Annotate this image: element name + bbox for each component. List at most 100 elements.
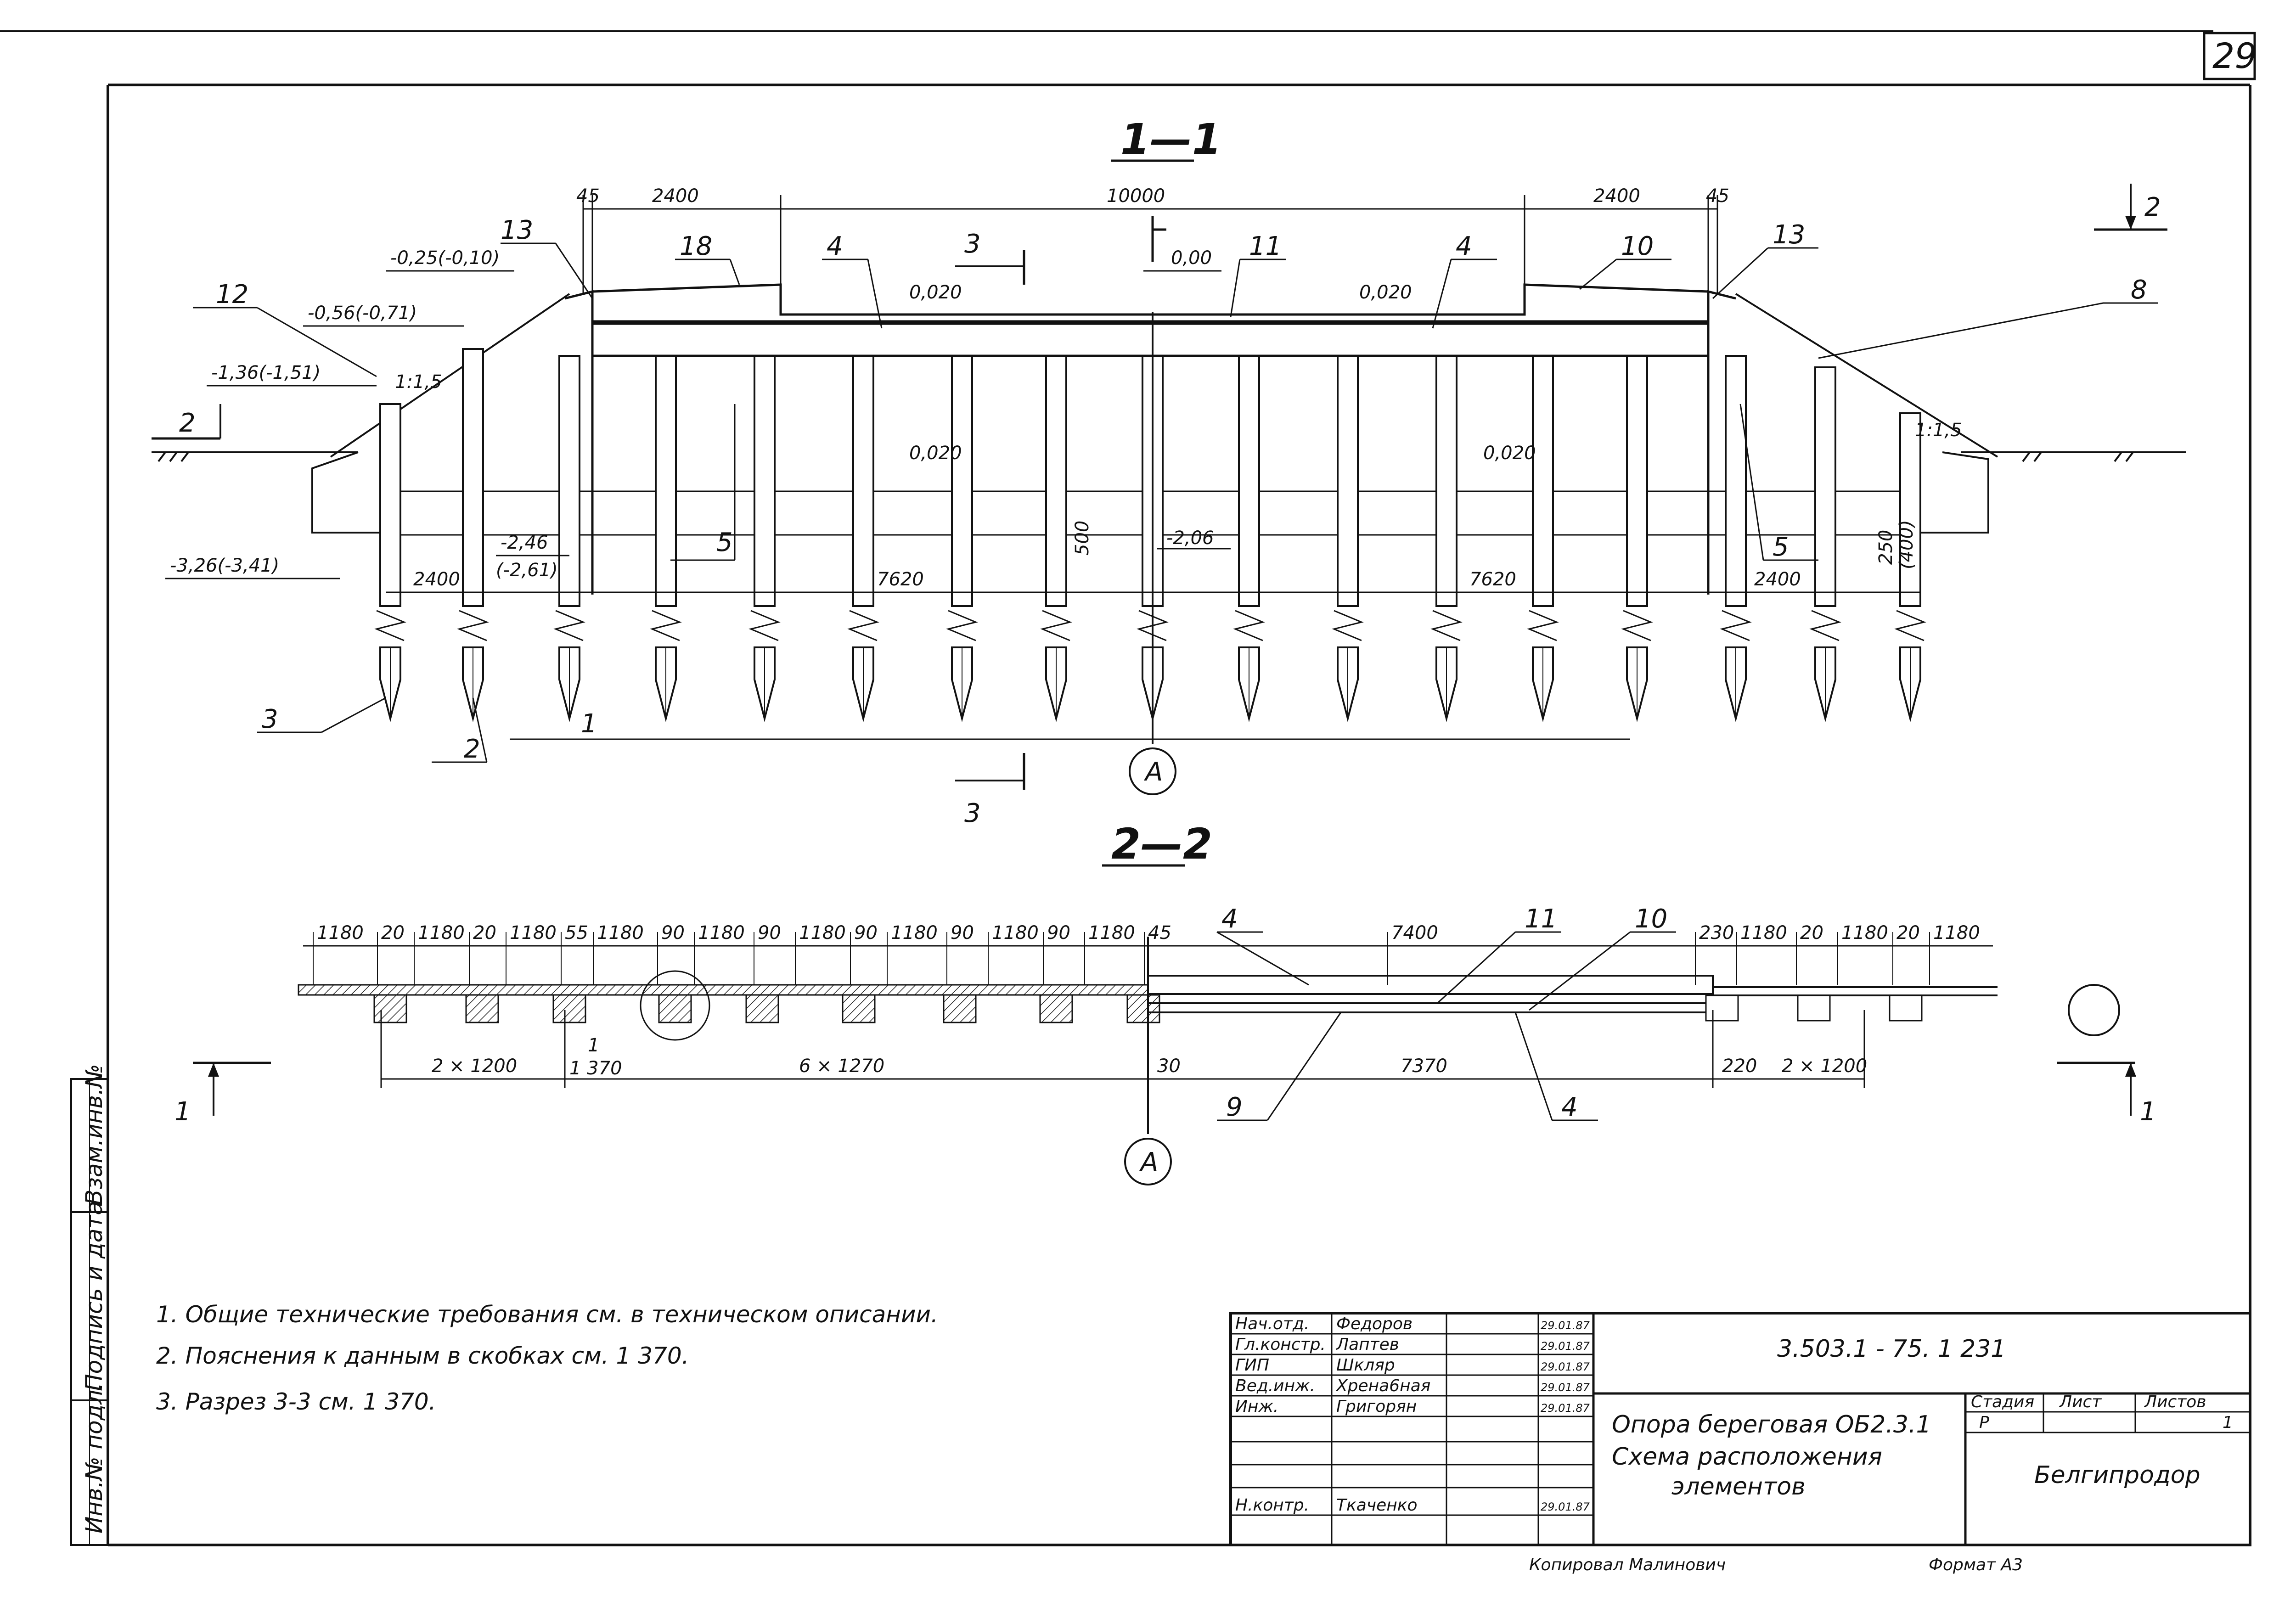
side-stamp-inv: Инв.№ подл.	[81, 1382, 107, 1534]
dim-bot-220: 220	[1722, 1056, 1757, 1077]
side-stamp-replace: Взам.инв.№	[81, 1064, 107, 1205]
slope-3: 0,020	[909, 443, 962, 464]
slope-4: 0,020	[1483, 443, 1536, 464]
callout-11: 11	[1249, 231, 1282, 261]
sheet-header: Лист	[2059, 1393, 2102, 1411]
elev-246: -2,46	[501, 532, 548, 553]
pile	[1894, 412, 1926, 722]
dim-top-label: 230	[1699, 922, 1734, 944]
organization: Белгипродор	[2034, 1461, 2200, 1489]
slope-1: 0,020	[909, 282, 962, 303]
callout-5-right: 5	[1773, 532, 1789, 562]
dim-top-label: 20	[381, 922, 405, 944]
dim-top-label: 1180	[317, 922, 364, 944]
side-stamp: Инв.№ подл. Подпись и дата Взам.инв.№	[81, 1064, 107, 1534]
elev-056: -0,56(-0,71)	[308, 303, 417, 324]
pile-cap-row	[373, 994, 1923, 1023]
pile-cap-open	[1797, 994, 1831, 1022]
note-2: 2. Пояснения к данным в скобках см. 1 37…	[156, 1343, 689, 1369]
dim-bot-7620-right: 7620	[1469, 569, 1516, 590]
dim-top-label: 45	[1148, 922, 1171, 944]
pile	[1233, 355, 1265, 722]
title-line-1: Опора береговая ОБ2.3.1	[1612, 1411, 1931, 1438]
ratio-left: 1:1,5	[395, 371, 442, 393]
callout-4-right: 4	[1456, 231, 1472, 261]
pile-cap-hatched	[943, 994, 977, 1023]
title-line-2: Схема расположения	[1612, 1443, 1882, 1471]
node-sheet: 1 370	[569, 1058, 622, 1079]
pile	[1621, 355, 1653, 722]
pile-cap-open	[1889, 994, 1923, 1022]
stage-header: Стадия	[1971, 1393, 2034, 1411]
signer-date: 29.01.87	[1541, 1381, 1590, 1394]
s2-callout-4-top: 4	[1221, 904, 1238, 934]
pile-row	[374, 348, 1926, 722]
elev-206: -2,06	[1166, 528, 1214, 549]
signer-date: 29.01.87	[1541, 1319, 1590, 1332]
dim-top-label: 20	[1896, 922, 1920, 944]
dim-bot-2400-right: 2400	[1754, 569, 1801, 590]
pile-cap-hatched	[745, 994, 779, 1023]
pile-cap-hatched	[1039, 994, 1073, 1023]
dim-top-label: 90	[661, 922, 685, 944]
dim-top-label: 1180	[799, 922, 846, 944]
dim-top-label: 7400	[1391, 922, 1438, 944]
pile	[1809, 366, 1841, 722]
pile	[946, 355, 978, 722]
note-3: 3. Разрез 3-3 см. 1 370.	[156, 1388, 436, 1415]
callout-3: 3	[262, 704, 278, 734]
pile-cap-hatched	[465, 994, 499, 1023]
elev-326: -3,26(-3,41)	[170, 555, 279, 576]
signer-role: Вед.инж.	[1235, 1376, 1315, 1395]
signer-date: 29.01.87	[1541, 1402, 1590, 1415]
dim-top-label: 1180	[510, 922, 557, 944]
pile	[553, 355, 585, 722]
pile	[1720, 355, 1752, 722]
cut-2-label-right: 2	[2144, 192, 2161, 222]
s2-callout-9: 9	[1226, 1092, 1243, 1122]
sheets-header: Листов	[2144, 1393, 2206, 1411]
signer-name: Григорян	[1336, 1397, 1417, 1416]
dim-top-label: 1180	[418, 922, 465, 944]
side-stamp-sign: Подпись и дата	[81, 1201, 107, 1391]
elev-261: (-2,61)	[496, 560, 558, 581]
signer-role: ГИП	[1235, 1356, 1269, 1375]
dim-top-label: 90	[758, 922, 781, 944]
node-ref: 1	[588, 1035, 599, 1056]
signer-name: Ткаченко	[1336, 1496, 1418, 1515]
dim-bot-7370: 7370	[1401, 1056, 1447, 1077]
signer-name: Хрена6ная	[1335, 1376, 1430, 1395]
dim-top-label: 1180	[891, 922, 938, 944]
dim-top-10000: 10000	[1107, 185, 1165, 207]
section-2-axis-label: А	[1139, 1147, 1158, 1177]
dim-top-label: 1180	[698, 922, 745, 944]
pile	[748, 355, 781, 722]
dim-top-label: 55	[565, 922, 588, 944]
dim-bot-2x1200-right: 2 × 1200	[1782, 1056, 1867, 1077]
dim-vert-500: 500	[1072, 521, 1093, 556]
cut-1-label-right: 1	[2140, 1097, 2156, 1127]
dim-top-label: 1180	[992, 922, 1039, 944]
dim-top-label: 90	[854, 922, 878, 944]
title-line-3: элементов	[1671, 1473, 1806, 1500]
signer-date: 29.01.87	[1541, 1360, 1590, 1373]
callout-18: 18	[680, 231, 712, 261]
pile-cap-hatched	[842, 994, 876, 1023]
pile-cap-hatched	[1126, 994, 1160, 1023]
cut-2-label-left: 2	[179, 408, 196, 438]
elev-136: -1,36(-1,51)	[211, 362, 321, 383]
signer-date: 29.01.87	[1541, 1500, 1590, 1513]
elev-025: -0,25(-0,10)	[390, 247, 500, 269]
pile	[457, 348, 489, 722]
title-block	[1229, 1312, 2251, 1546]
pile-cap-hatched	[552, 994, 586, 1023]
pile	[650, 355, 682, 722]
s2-callout-11: 11	[1525, 904, 1557, 934]
slope-2: 0,020	[1359, 282, 1412, 303]
dim-top-label: 1180	[597, 922, 644, 944]
signer-name: Шкляр	[1336, 1356, 1395, 1375]
sheets-value: 1	[2223, 1413, 2233, 1432]
pile	[374, 403, 406, 722]
